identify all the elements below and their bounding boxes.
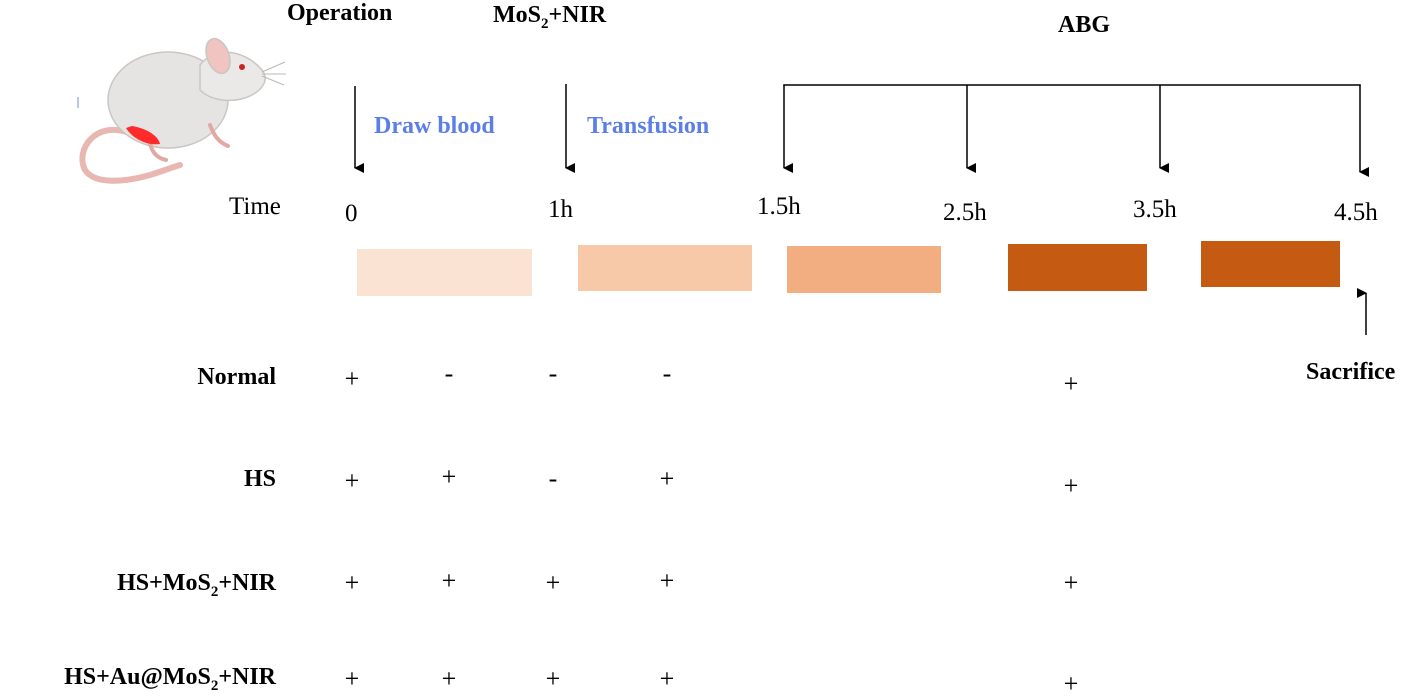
sacrifice-label: Sacrifice [1306,359,1396,385]
phase-bar-4 [1008,244,1147,291]
rat-tail [79,126,183,184]
rat-ear [205,37,231,75]
plus-mark: + [659,664,675,693]
operation-label: Operation [287,0,393,26]
plus-mark: + [441,664,457,693]
phase-bar-1 [357,249,532,296]
mos2-nir-label: MoS2+NIR [493,2,607,32]
rat-wound [126,126,160,145]
draw-blood-label: Draw blood [374,113,495,139]
plus-mark: + [659,464,675,493]
transfusion-label: Transfusion [587,113,710,139]
group-label: HS [243,466,276,492]
phase-bar-2 [578,245,752,291]
minus-mark: - [662,359,672,388]
plus-mark: + [344,664,360,693]
abg-bracket [783,84,1361,86]
plus-mark: + [441,462,457,491]
time-tick-3-5h: 3.5h [1133,196,1177,223]
group-label: HS+MoS2+NIR [117,570,276,600]
minus-mark: - [548,359,558,388]
plus-mark: + [1063,568,1079,597]
rat-whiskers [261,61,286,86]
rat-icon [77,37,286,184]
plus-mark: + [659,566,675,595]
phase-bar-3 [787,246,941,293]
time-tick-1h: 1h [548,196,573,223]
rat-front-leg [208,123,230,148]
minus-mark: - [548,464,558,493]
time-tick-2-5h: 2.5h [943,199,987,226]
rat-eye [239,64,245,70]
time-tick-1-5h: 1.5h [757,193,801,220]
minus-mark: - [444,359,454,388]
phase-bar-5 [1201,241,1340,287]
plus-mark: + [441,566,457,595]
time-tick-4-5h: 4.5h [1334,199,1378,226]
plus-mark: + [545,664,561,693]
plus-mark: + [1063,471,1079,500]
plus-mark: + [344,466,360,495]
time-axis-label: Time [229,193,281,220]
plus-mark: + [344,364,360,393]
abg-label: ABG [1058,12,1111,38]
plus-mark: + [1063,369,1079,398]
time-tick-0: 0 [345,200,358,227]
group-label: Normal [197,364,276,390]
plus-mark: + [545,568,561,597]
group-label: HS+Au@MoS2+NIR [64,664,276,694]
plus-mark: + [1063,669,1079,698]
plus-mark: + [344,568,360,597]
